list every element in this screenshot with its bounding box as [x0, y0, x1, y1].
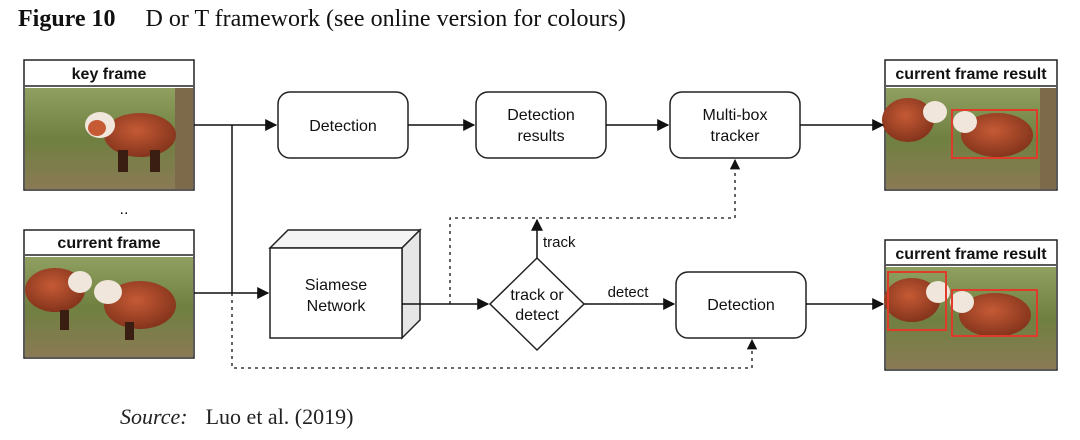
figure-number: Figure 10 [18, 6, 116, 32]
detection-bottom-box: Detection [675, 271, 807, 339]
detection-box [951, 109, 1038, 159]
siamese-network-box: Siamese Network [268, 228, 422, 340]
edge-dotted-siamese-tracker [449, 158, 741, 304]
source-text: Luo et al. (2019) [205, 404, 354, 429]
source-label: Source: [120, 404, 188, 429]
red-panda-shape [959, 293, 1031, 337]
result-bottom-label: current frame result [895, 246, 1047, 263]
figure-title: D or T framework (see online version for… [145, 6, 626, 32]
detection-results-label-line1: Detection [507, 107, 575, 124]
detection-bottom-label: Detection [707, 297, 775, 314]
red-panda-shape [884, 278, 940, 322]
detection-box [951, 289, 1038, 337]
source-citation: Source: Luo et al. (2019) [120, 404, 353, 430]
decision-label-line1: track or [510, 287, 564, 304]
detection-results-label-line2: results [517, 128, 564, 145]
result-bottom-image: current frame result [884, 239, 1058, 371]
key-frame-label: key frame [72, 66, 147, 83]
multi-box-tracker-box: Multi-box tracker [669, 91, 801, 159]
current-frame-image: current frame [23, 229, 195, 359]
result-top-image: current frame result [882, 59, 1058, 191]
detection-top-label: Detection [309, 118, 377, 135]
siamese-label-line1: Siamese [305, 277, 367, 294]
track-or-detect-diamond: track or detect [488, 256, 586, 352]
ellipsis-text: .. [120, 201, 129, 218]
detection-top-box: Detection [277, 91, 409, 159]
tracker-label-line2: tracker [711, 128, 761, 145]
key-frame-image: key frame [23, 59, 195, 191]
detect-edge-label: detect [608, 284, 650, 301]
edge-dotted-keyframe-detection [231, 293, 758, 369]
tracker-label-line1: Multi-box [703, 107, 768, 124]
result-top-label: current frame result [895, 66, 1047, 83]
red-panda-shape [961, 113, 1033, 157]
figure-caption: Figure 10 D or T framework (see online ve… [18, 6, 626, 33]
siamese-label-line2: Network [307, 298, 367, 315]
current-frame-label: current frame [57, 235, 160, 252]
red-panda-shape [104, 113, 176, 157]
track-edge-label: track [543, 234, 576, 251]
decision-label-line2: detect [515, 307, 559, 324]
red-panda-shape [104, 281, 176, 329]
detection-results-box: Detection results [475, 91, 607, 159]
red-panda-shape [882, 98, 934, 142]
detection-box [887, 271, 947, 331]
